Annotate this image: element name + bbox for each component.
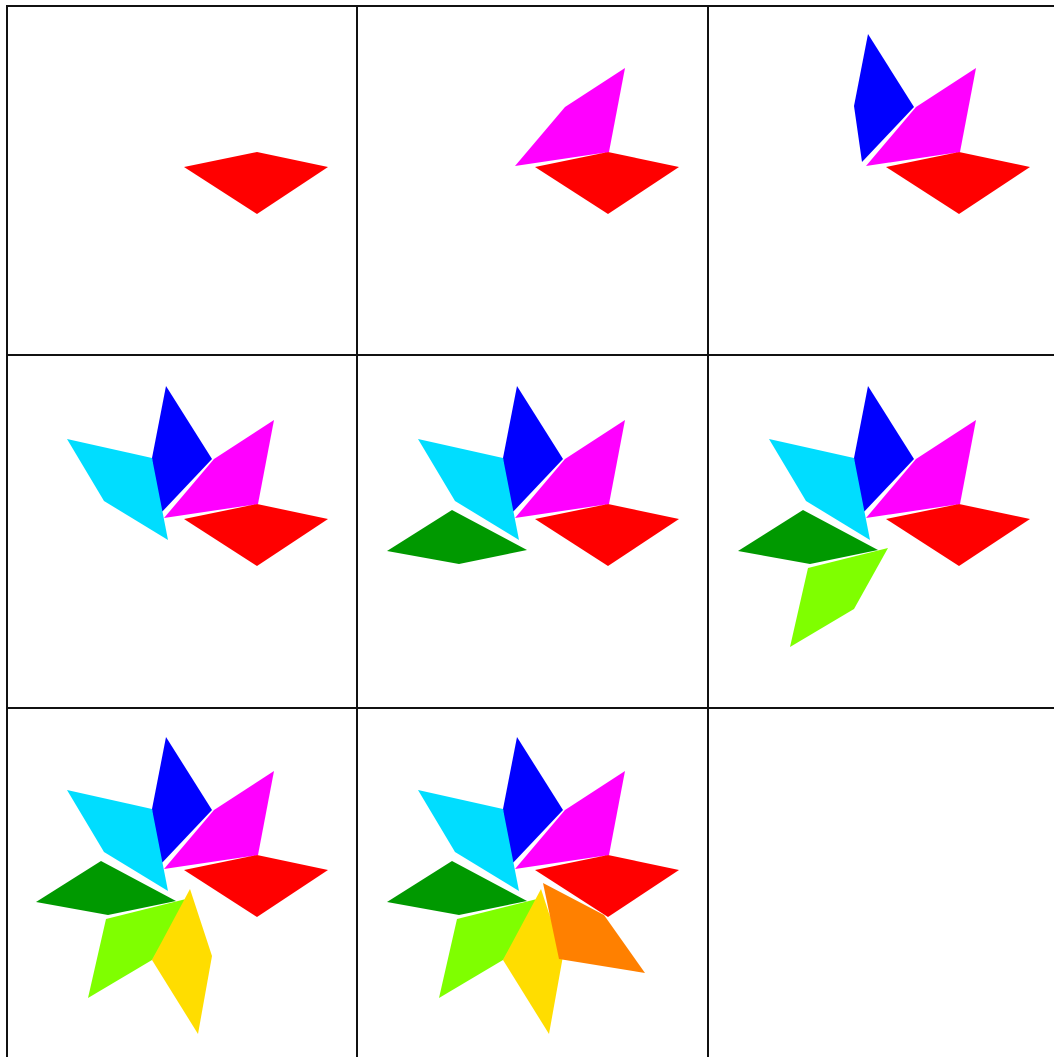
petal-magenta bbox=[515, 68, 625, 166]
cell-stage-2 bbox=[515, 68, 679, 214]
cell-stage-7 bbox=[36, 737, 328, 1034]
petal-red bbox=[184, 152, 328, 214]
petal-red bbox=[886, 152, 1030, 214]
petal-red bbox=[184, 504, 328, 566]
cell-stage-8 bbox=[387, 737, 679, 1034]
petal-red bbox=[886, 504, 1030, 566]
grid-cells bbox=[36, 34, 1030, 1034]
petal-red bbox=[535, 504, 679, 566]
petal-red bbox=[535, 152, 679, 214]
cell-stage-4 bbox=[67, 386, 328, 566]
cell-stage-1 bbox=[184, 152, 328, 214]
cell-stage-6 bbox=[738, 386, 1030, 647]
cell-stage-5 bbox=[387, 386, 679, 566]
cell-stage-3 bbox=[854, 34, 1030, 214]
petal-red bbox=[184, 855, 328, 917]
